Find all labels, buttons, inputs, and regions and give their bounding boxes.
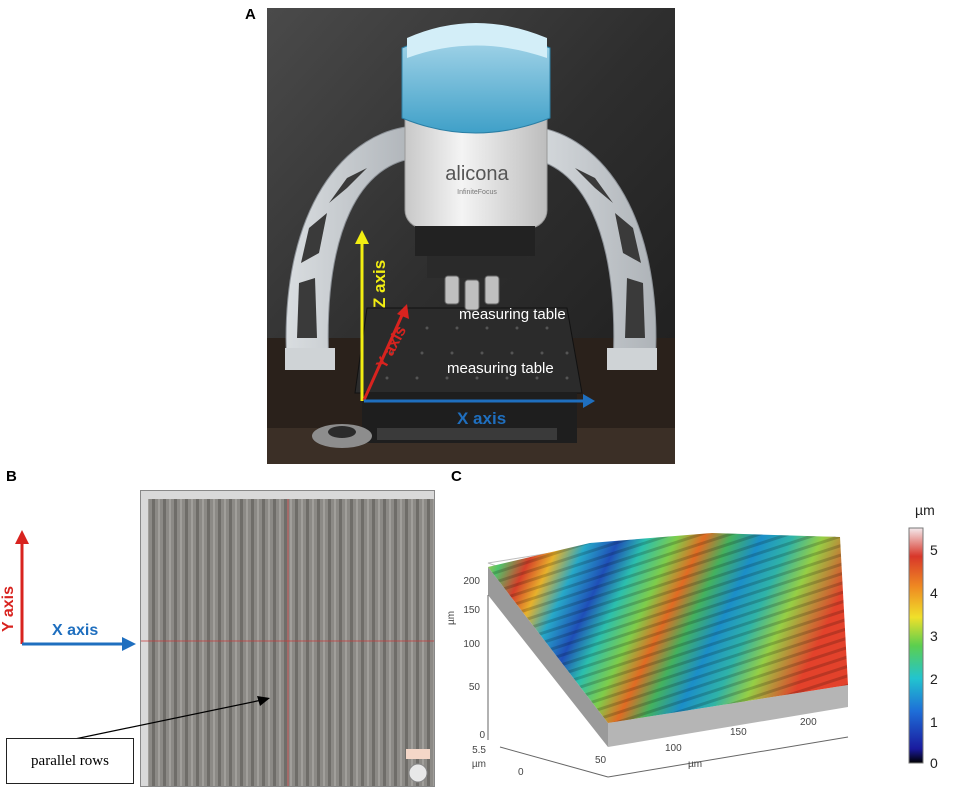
y-axis-unit: µm	[446, 611, 457, 625]
callout-arrow	[69, 696, 270, 741]
colorbar-tick-4: 4	[930, 585, 938, 601]
z-start-label: 5.5	[472, 745, 486, 756]
colorbar-tick-0: 0	[930, 755, 938, 771]
colorbar-tick-2: 2	[930, 671, 938, 687]
x-tick-100: 100	[665, 743, 682, 754]
panel-a-photo: alicona InfiniteFocus Z axis Y axis X ax…	[267, 8, 675, 464]
colorbar-unit: µm	[915, 502, 935, 518]
panel-b-micrograph	[140, 490, 435, 787]
y-tick-150: 150	[463, 605, 480, 616]
z-unit-label: µm	[472, 759, 486, 770]
y-tick-100: 100	[463, 639, 480, 650]
parallel-rows-callout: parallel rows	[6, 738, 134, 784]
brand-logo-text: alicona	[445, 163, 509, 185]
measuring-table-label-lower: measuring table	[447, 360, 554, 377]
surface-plot: 200 150 100 50 0 µm 5.5 µm 0 50 100 150 …	[446, 502, 938, 778]
y-tick-200: 200	[463, 576, 480, 587]
x-tick-50: 50	[595, 755, 607, 766]
measuring-table-label-upper: measuring table	[459, 306, 566, 323]
panel-c-surface: 200 150 100 50 0 µm 5.5 µm 0 50 100 150 …	[440, 485, 957, 795]
y-tick-0: 0	[479, 730, 485, 741]
micrograph-image	[141, 491, 434, 786]
panel-label-a: A	[245, 6, 256, 23]
brand-sub-text: InfiniteFocus	[457, 189, 497, 196]
x-tick-150: 150	[730, 727, 747, 738]
panel-label-b: B	[6, 468, 17, 485]
y-axis-label-b: Y axis	[0, 586, 17, 632]
colorbar-tick-5: 5	[930, 542, 938, 558]
colorbar-tick-1: 1	[930, 714, 938, 730]
microscope-photo: alicona InfiniteFocus Z axis Y axis X ax…	[267, 8, 675, 464]
x-axis-unit: µm	[688, 759, 702, 770]
x-axis-label-b: X axis	[52, 622, 98, 639]
x-tick-200: 200	[800, 717, 817, 728]
x-tick-0: 0	[518, 767, 524, 778]
y-tick-50: 50	[469, 682, 481, 693]
z-axis-label: Z axis	[370, 260, 389, 308]
colorbar-tick-3: 3	[930, 628, 938, 644]
panel-label-c: C	[451, 468, 462, 485]
colorbar	[908, 527, 924, 764]
panel-b-axis-arrows: Y axis X axis	[0, 530, 136, 651]
x-axis-label-a: X axis	[457, 409, 506, 428]
